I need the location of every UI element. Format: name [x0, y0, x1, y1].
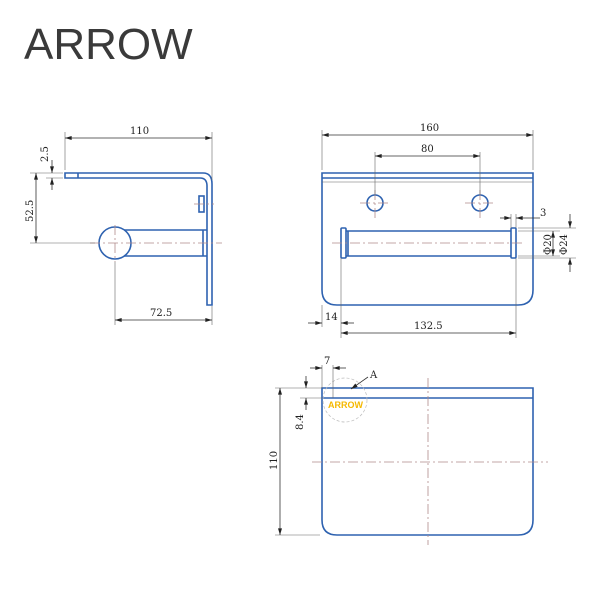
- front-view: 160 80 3 Φ20 Φ24 14 132.5: [308, 123, 576, 338]
- detail-label: A: [369, 370, 378, 381]
- top-view: ARROW 7 8.4 110 A: [269, 356, 548, 545]
- side-width-dim: 110: [130, 126, 149, 137]
- brand-logo: ARROW: [24, 20, 193, 69]
- front-offset-dim: 14: [325, 312, 338, 323]
- top-depth-dim: 110: [269, 451, 280, 470]
- top-edge-dim: 8.4: [295, 414, 306, 430]
- front-rod-dia-dim: Φ20: [543, 234, 554, 255]
- front-rod-span-dim: 132.5: [414, 321, 443, 332]
- front-cap-dim: 3: [540, 208, 546, 219]
- engraving-logo: ARROW: [328, 400, 363, 410]
- side-rod-length-dim: 72.5: [150, 308, 172, 319]
- front-cap-dia-dim: Φ24: [559, 234, 570, 255]
- front-width-dim: 160: [420, 123, 439, 134]
- side-view: 110 2.5 52.5 72.5: [25, 126, 222, 325]
- front-hole-spacing-dim: 80: [421, 144, 434, 155]
- side-height-dim: 52.5: [25, 200, 36, 222]
- side-thickness-dim: 2.5: [40, 146, 51, 162]
- top-offset-dim: 7: [324, 356, 330, 367]
